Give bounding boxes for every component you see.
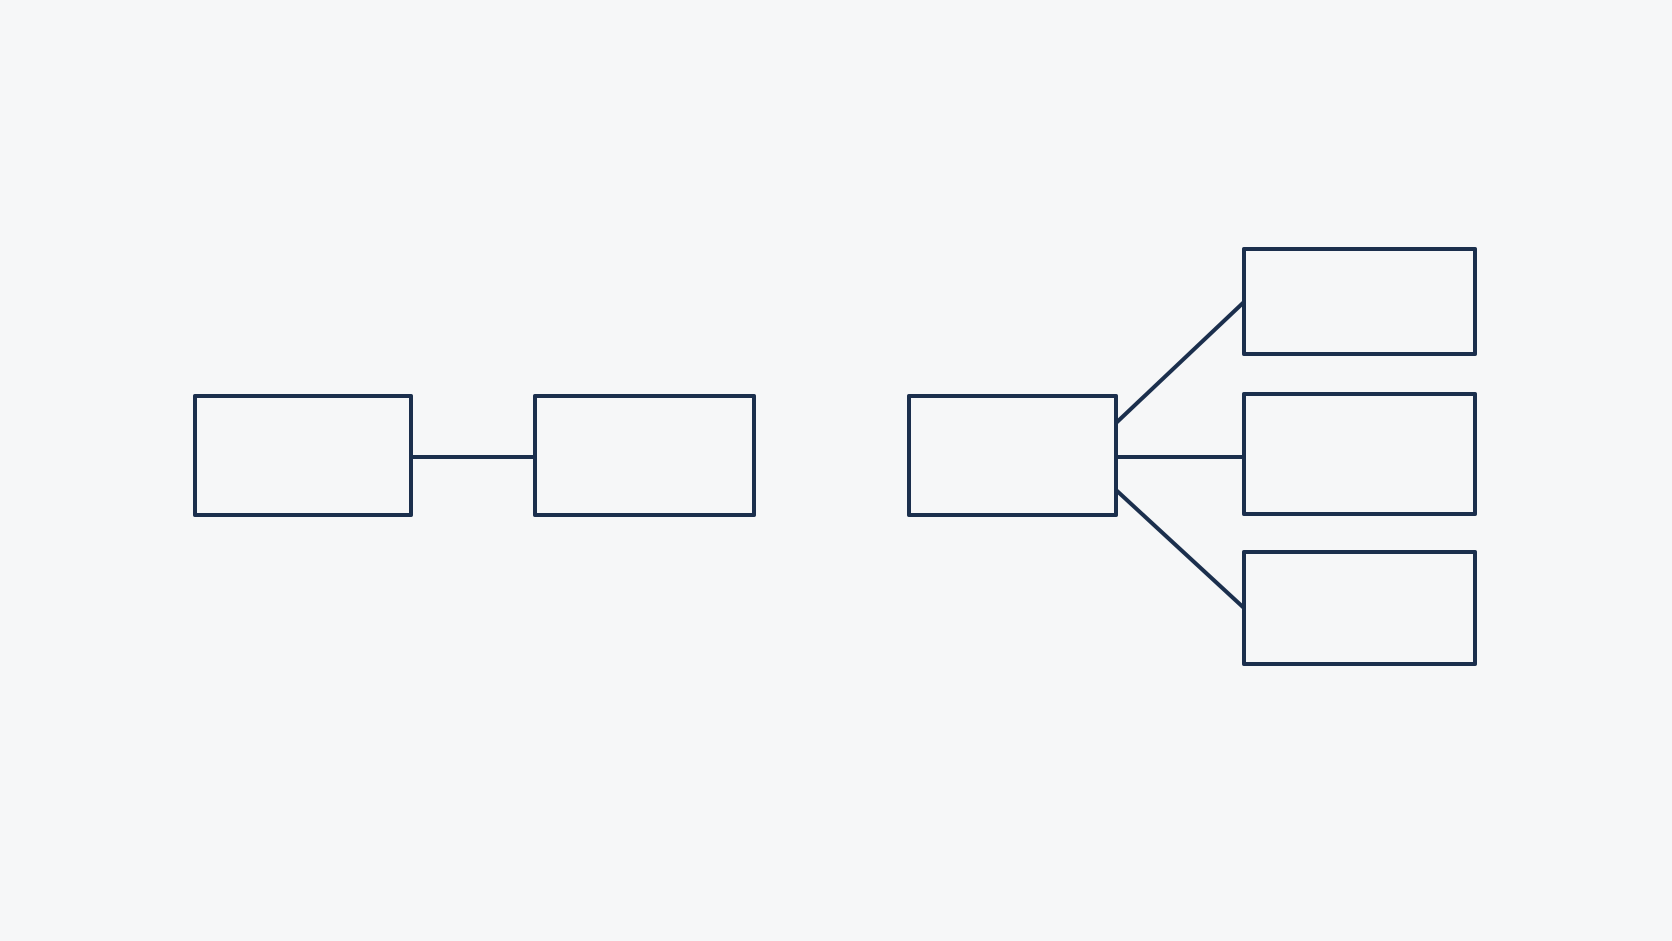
edge-hub-to-branch-top <box>1114 300 1246 425</box>
node-branch-middle[interactable] <box>1242 392 1477 516</box>
node-hub[interactable] <box>907 394 1118 517</box>
fan-out-group <box>907 247 1477 666</box>
node-left-a[interactable] <box>193 394 413 517</box>
linear-pair-group <box>193 394 756 517</box>
node-left-b[interactable] <box>533 394 756 517</box>
node-branch-bottom[interactable] <box>1242 550 1477 666</box>
node-branch-top[interactable] <box>1242 247 1477 356</box>
edge-hub-to-branch-bottom <box>1114 488 1246 610</box>
